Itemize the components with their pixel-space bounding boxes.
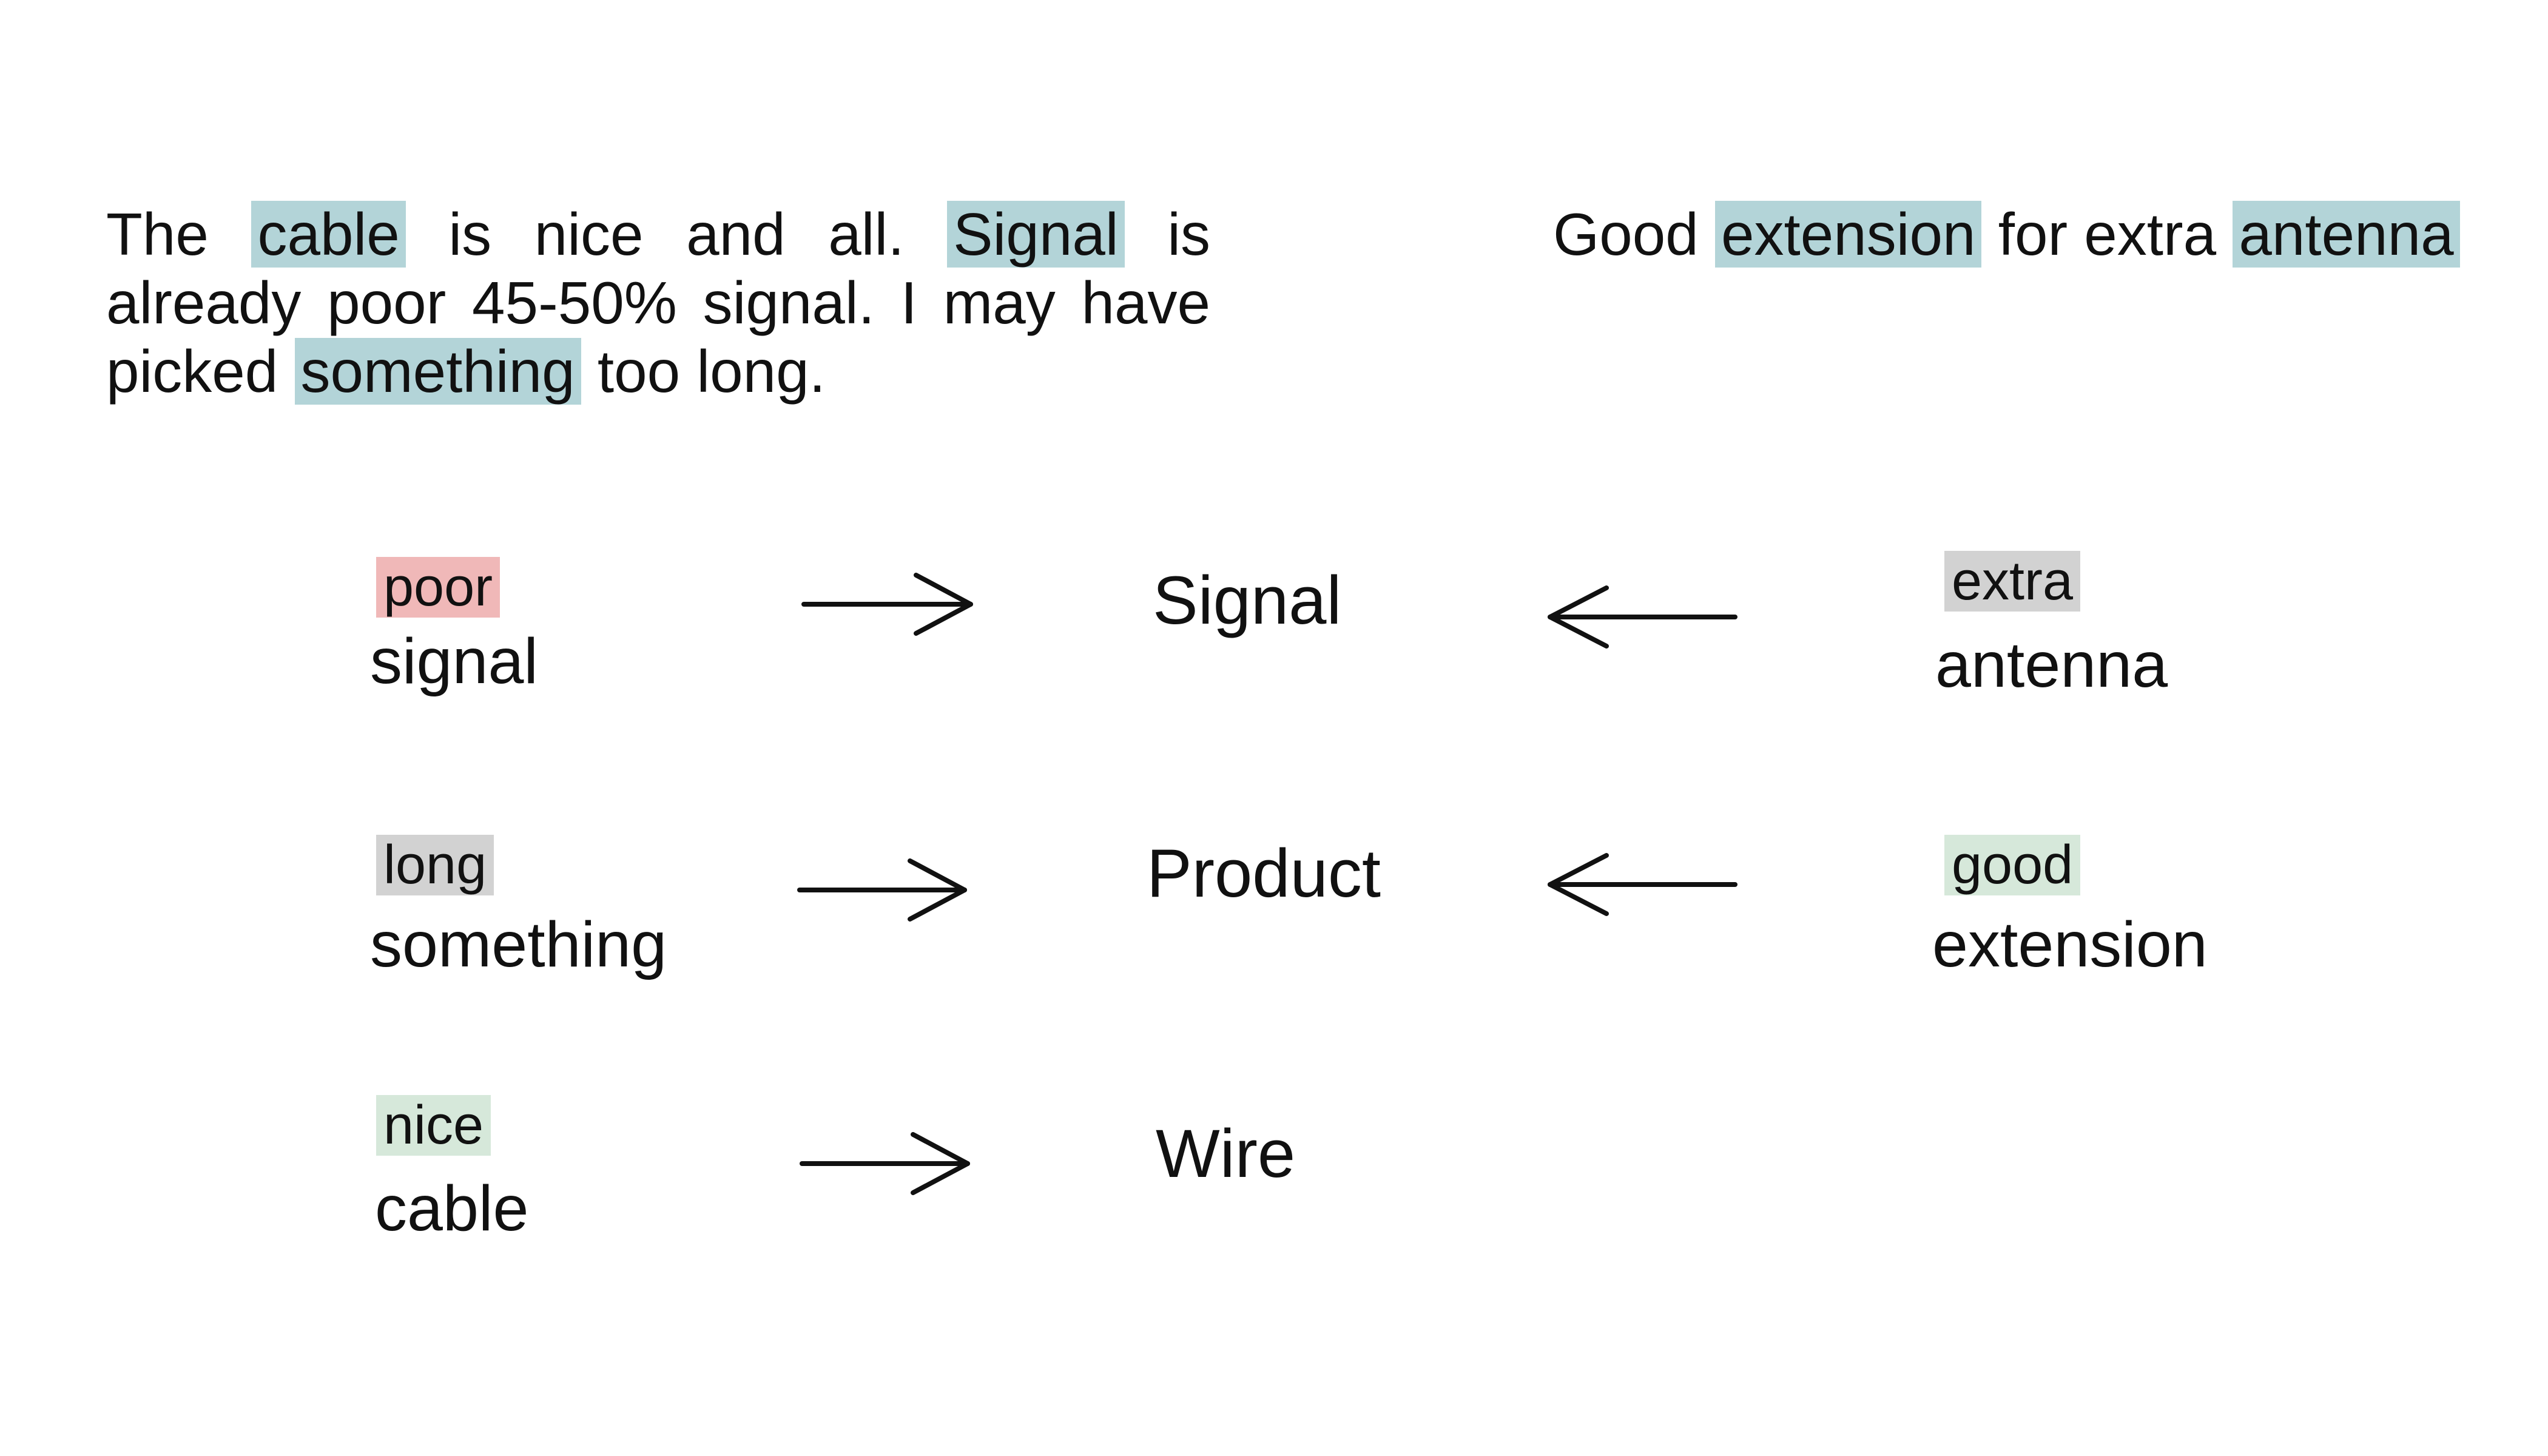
review-text-left: The cable is nice and all. Signal is alr… — [106, 200, 1210, 406]
arrow-right-row-2 — [797, 858, 967, 922]
highlight-cable: cable — [251, 201, 406, 268]
highlight-extension: extension — [1714, 201, 1982, 268]
review-left-text-2: is nice and all. — [405, 201, 948, 268]
right-head-extension: extension — [1932, 909, 2208, 980]
review-left-text-1: The — [106, 201, 252, 268]
arrow-right-row-3 — [800, 1132, 970, 1195]
review-left-text-4: too long. — [581, 338, 826, 405]
review-text-right: Good extension for extra antenna — [1553, 200, 2487, 269]
right-modifier-extra: extra — [1944, 551, 2081, 612]
left-head-something: something — [370, 909, 667, 980]
left-modifier-poor: poor — [376, 557, 500, 618]
review-right-text-1: Good — [1553, 201, 1715, 268]
left-modifier-nice: nice — [376, 1095, 491, 1156]
left-head-cable: cable — [375, 1173, 529, 1244]
aspect-signal: Signal — [1153, 562, 1342, 638]
left-head-signal: signal — [370, 625, 538, 697]
review-right-text-2: for extra — [1981, 201, 2233, 268]
right-modifier-good: good — [1944, 835, 2081, 895]
arrow-left-row-1 — [1548, 585, 1737, 649]
aspect-product: Product — [1147, 835, 1381, 911]
highlight-antenna: antenna — [2233, 201, 2460, 268]
right-head-antenna: antenna — [1935, 629, 2168, 701]
highlight-something: something — [294, 338, 581, 405]
review-left-text-3: is already poor 45-50% signal. I may hav… — [106, 201, 1210, 405]
aspect-wire: Wire — [1156, 1116, 1296, 1191]
arrow-left-row-2 — [1548, 853, 1737, 916]
left-modifier-long: long — [376, 835, 494, 895]
arrow-right-row-1 — [801, 573, 973, 636]
highlight-signal: Signal — [947, 201, 1125, 268]
